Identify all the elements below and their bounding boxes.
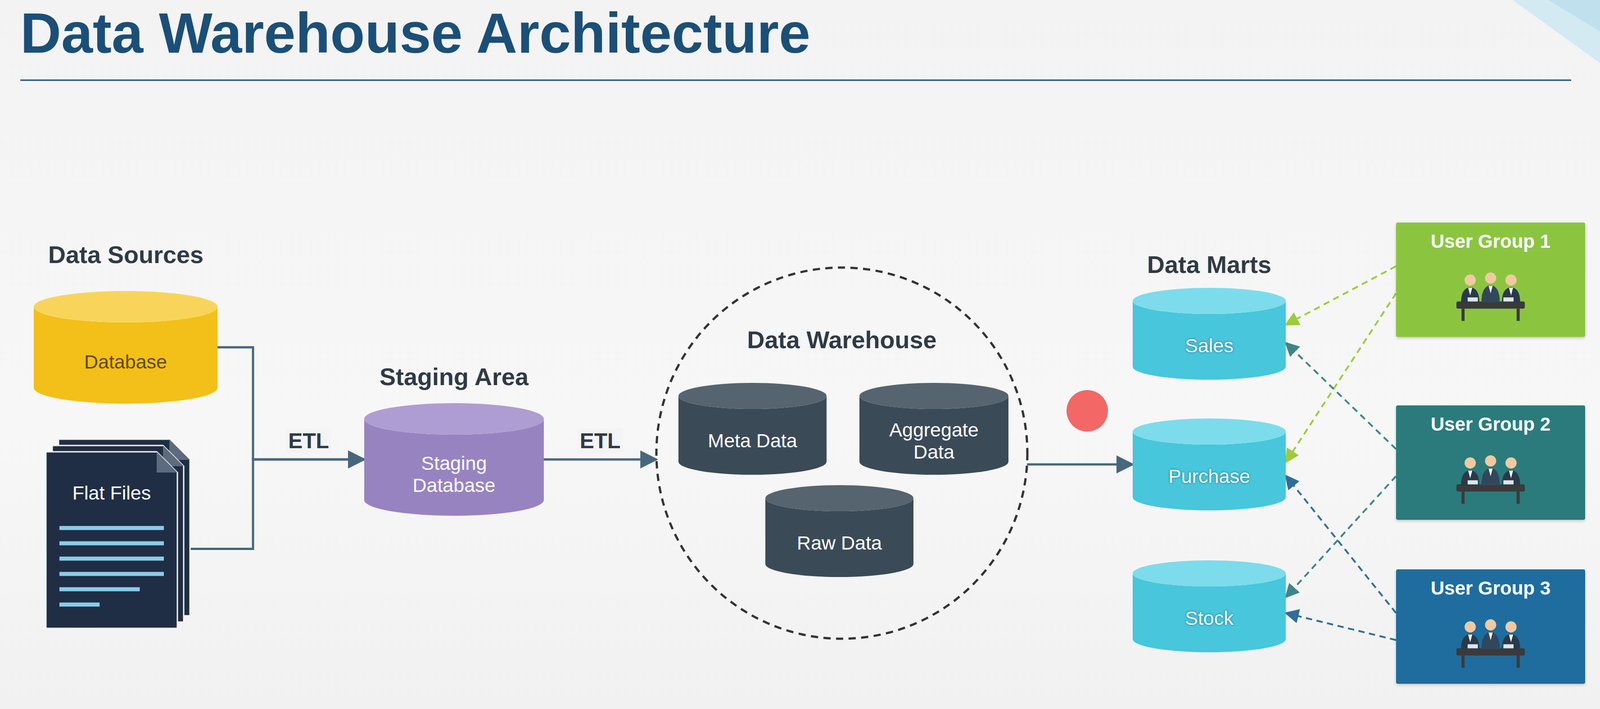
store-label: Aggregate Data bbox=[880, 418, 989, 464]
cylinder-shape bbox=[33, 290, 218, 404]
cylinder-top bbox=[364, 402, 544, 435]
raw-data-store: Raw Data bbox=[765, 484, 914, 577]
group-heading: Data Sources bbox=[48, 240, 204, 269]
flow-arrow bbox=[1285, 475, 1397, 613]
meta-data-store: Meta Data bbox=[678, 382, 827, 475]
group-label: User Group 2 bbox=[1430, 413, 1551, 435]
flow-arrow bbox=[543, 458, 657, 461]
area-heading: Staging Area bbox=[379, 362, 529, 391]
text-slot: Sales bbox=[1132, 313, 1286, 378]
text-slot: Stock bbox=[1132, 586, 1286, 651]
flat-files: Flat Files bbox=[45, 438, 190, 629]
store-label: Database bbox=[84, 350, 168, 373]
corner-decoration bbox=[1512, 0, 1600, 64]
flow-arrow bbox=[217, 347, 365, 460]
text-slot: Staging Database bbox=[364, 434, 544, 514]
text-slot: Flat Files bbox=[45, 472, 178, 514]
flow-arrow bbox=[177, 459, 365, 549]
data-mart: Stock bbox=[1132, 560, 1286, 652]
file-label: Flat Files bbox=[72, 481, 151, 504]
file-stack bbox=[45, 438, 190, 629]
file-line bbox=[59, 602, 100, 607]
text-slot: Database bbox=[33, 322, 218, 402]
aggregate-data-store: Aggregate Data bbox=[859, 382, 1009, 475]
user-group: User Group 2 bbox=[1396, 405, 1586, 520]
cylinder-top bbox=[1132, 418, 1286, 445]
text-slot: Staging Area bbox=[319, 362, 589, 391]
cylinder-top bbox=[1132, 287, 1286, 314]
user-group: User Group 3 bbox=[1396, 569, 1586, 684]
cylinder-shape bbox=[1132, 418, 1286, 511]
text-slot: Aggregate Data bbox=[859, 408, 1009, 473]
text-slot: Meta Data bbox=[678, 408, 827, 473]
group-label: User Group 3 bbox=[1430, 577, 1551, 599]
user-group: User Group 1 bbox=[1396, 222, 1586, 337]
store-label: Meta Data bbox=[707, 429, 797, 452]
file-line bbox=[59, 525, 164, 530]
store-label: Raw Data bbox=[796, 531, 882, 554]
people-icon bbox=[1456, 618, 1525, 668]
data-mart: Sales bbox=[1132, 287, 1286, 380]
data-mart: Purchase bbox=[1132, 418, 1286, 511]
title-rule bbox=[20, 79, 1572, 82]
text-slot: User Group 1 bbox=[1396, 230, 1586, 253]
group-heading: Data Marts bbox=[1074, 250, 1345, 279]
cylinder-shape bbox=[678, 382, 827, 475]
store-label: Staging Database bbox=[395, 451, 513, 497]
cylinder-top bbox=[678, 382, 827, 409]
edge-label: ETL bbox=[577, 428, 624, 453]
corner-decoration bbox=[1548, 0, 1600, 32]
people-icon bbox=[1452, 453, 1529, 505]
text-slot: Data Warehouse bbox=[655, 325, 1029, 354]
flow-arrow bbox=[1285, 342, 1397, 449]
file-line bbox=[59, 587, 140, 592]
flow-arrow bbox=[1285, 266, 1397, 325]
cylinder-top bbox=[1132, 560, 1286, 587]
cylinder-shape bbox=[1132, 287, 1286, 380]
source-database: Database bbox=[33, 290, 218, 404]
edge-label: ETL bbox=[285, 428, 332, 453]
people-icon bbox=[1456, 454, 1525, 504]
area-heading: Data Warehouse bbox=[746, 325, 937, 354]
text-slot: User Group 2 bbox=[1396, 413, 1586, 435]
file-line bbox=[59, 541, 164, 546]
flow-arrow bbox=[1026, 463, 1133, 466]
file-line bbox=[59, 556, 164, 561]
cylinder-shape bbox=[765, 484, 914, 577]
text-slot: Purchase bbox=[1132, 444, 1286, 509]
people-icon bbox=[1452, 617, 1529, 669]
flow-arrow bbox=[1285, 612, 1397, 640]
flow-arrow bbox=[1285, 475, 1397, 597]
dashed-circle bbox=[656, 267, 1028, 639]
group-label: User Group 1 bbox=[1430, 230, 1551, 253]
text-slot: Raw Data bbox=[765, 510, 914, 575]
pointer-dot bbox=[1066, 389, 1108, 432]
cylinder-top bbox=[33, 290, 218, 323]
flow-arrow bbox=[1285, 293, 1397, 462]
store-label: Stock bbox=[1184, 606, 1234, 629]
people-icon bbox=[1452, 270, 1529, 322]
data-warehouse: Data WarehouseMeta Data Aggregate DataRaw… bbox=[655, 266, 1029, 640]
cylinder-top bbox=[765, 484, 914, 511]
store-label: Sales bbox=[1184, 334, 1234, 357]
file-page bbox=[45, 451, 178, 629]
diagram-title: Data Warehouse Architecture bbox=[20, 0, 811, 67]
text-slot: User Group 3 bbox=[1396, 577, 1586, 599]
store-label: Purchase bbox=[1168, 465, 1251, 488]
cylinder-top bbox=[859, 382, 1009, 409]
staging-database: Staging AreaStaging Database bbox=[364, 402, 544, 516]
file-line bbox=[59, 571, 164, 576]
cylinder-shape bbox=[1132, 560, 1286, 652]
people-icon bbox=[1456, 271, 1525, 321]
